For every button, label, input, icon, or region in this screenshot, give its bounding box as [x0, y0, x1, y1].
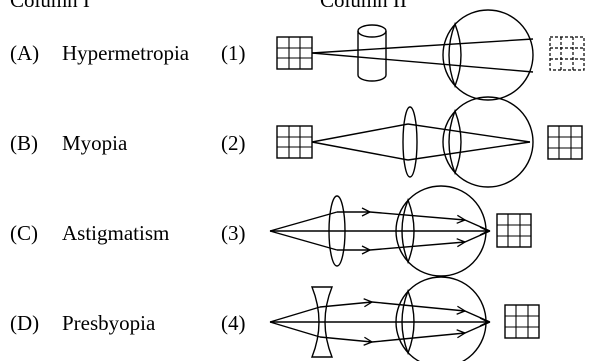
image-grid-icon [496, 213, 532, 248]
row-letter: (C) [10, 221, 38, 245]
diagram-3 [269, 185, 532, 277]
row-b: (B) Myopia (2) [10, 131, 246, 155]
dashed-image-grid-icon [549, 36, 585, 71]
condition-label: Astigmatism [62, 221, 169, 245]
light-ray [311, 123, 409, 143]
image-grid-icon [504, 304, 540, 339]
option-number: (2) [221, 131, 246, 155]
light-ray [269, 211, 338, 232]
light-ray [369, 238, 467, 251]
convex-lens-icon [402, 106, 418, 178]
row-c: (C) Astigmatism (3) [10, 221, 246, 245]
eye-icon [442, 9, 534, 101]
light-ray [269, 321, 321, 338]
condition-label: Presbyopia [62, 311, 156, 335]
diagram-2 [276, 96, 583, 188]
light-ray [319, 336, 374, 346]
light-ray [269, 306, 321, 323]
diagram-1 [276, 9, 585, 101]
light-ray [311, 141, 409, 161]
light-ray [371, 301, 467, 315]
eye-icon [395, 276, 487, 361]
option-number: (3) [221, 221, 246, 245]
convex-lens-icon [328, 195, 346, 267]
option-number: (4) [221, 311, 246, 335]
light-ray [319, 298, 374, 308]
light-ray [407, 123, 531, 143]
column-one-header: Column I [10, 0, 90, 12]
light-ray [407, 141, 531, 161]
object-grid-icon [276, 125, 313, 159]
light-ray [369, 211, 467, 224]
row-d: (D) Presbyopia (4) [10, 311, 246, 335]
light-ray [311, 52, 534, 73]
eye-icon [442, 96, 534, 188]
row-letter: (B) [10, 131, 38, 155]
light-ray [269, 230, 338, 251]
image-grid-icon [547, 125, 583, 160]
condition-label: Hypermetropia [62, 41, 190, 65]
column-two-header: Column II [320, 0, 407, 12]
light-ray [311, 38, 534, 54]
diagram-4 [269, 276, 540, 361]
eye-icon [395, 185, 487, 277]
cylindrical-lens-icon [357, 24, 387, 82]
concave-lens-icon [310, 286, 334, 358]
option-number: (1) [221, 41, 246, 65]
object-grid-icon [276, 36, 313, 70]
condition-label: Myopia [62, 131, 128, 155]
row-letter: (A) [10, 41, 39, 65]
light-ray [371, 329, 467, 343]
row-a: (A) Hypermetropia (1) [10, 41, 246, 65]
row-letter: (D) [10, 311, 39, 335]
